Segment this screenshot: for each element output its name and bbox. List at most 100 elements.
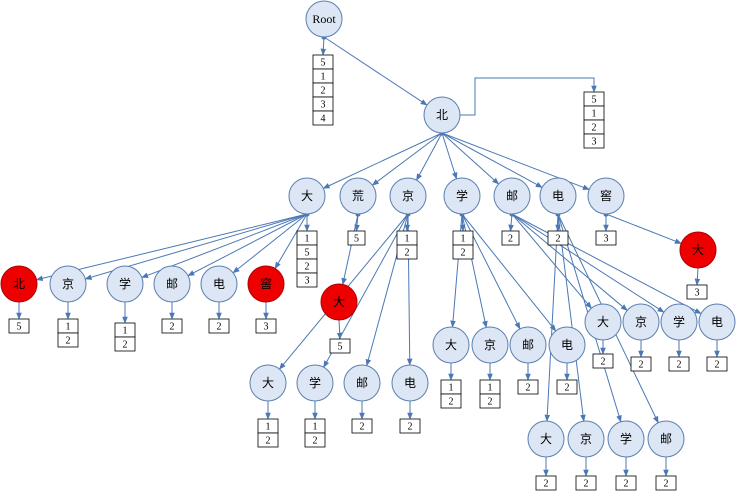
edge-line <box>354 213 360 232</box>
trie-node-dian5: 电 <box>698 303 736 341</box>
value-cell-text: 2 <box>544 479 549 490</box>
node-circle <box>49 265 87 303</box>
trie-node-xue6: 学 <box>607 420 645 458</box>
trie-node-jiao2: 窖 <box>247 265 285 303</box>
value-box-b_da5: 2 <box>592 353 614 369</box>
value-cell <box>255 318 277 334</box>
edge-line <box>459 213 466 232</box>
node-circle <box>584 303 622 341</box>
value-cell <box>655 475 677 491</box>
node-circle <box>153 265 191 303</box>
node-label: 电 <box>711 315 723 329</box>
node-label: 电 <box>213 277 225 291</box>
node-label: 大 <box>692 243 704 257</box>
value-box-b_da4: 12 <box>440 379 462 409</box>
value-cell-text: 2 <box>313 436 318 447</box>
value-cell-text: 5 <box>354 234 359 245</box>
node-circle <box>660 303 698 341</box>
value-box-b_jing5: 2 <box>630 356 652 372</box>
value-box-b_dian4: 2 <box>556 379 578 395</box>
node-circle <box>471 326 509 364</box>
value-cell <box>257 432 279 448</box>
value-box-b_you4: 2 <box>517 379 539 395</box>
trie-node-jing2: 京 <box>49 265 87 303</box>
value-box-b_jiao1: 3 <box>595 230 617 246</box>
node-label: 邮 <box>166 277 178 291</box>
value-cell-text: 1 <box>66 322 71 333</box>
value-cell-text: 2 <box>266 436 271 447</box>
value-cell <box>535 475 557 491</box>
trie-node-xue5: 学 <box>660 303 698 341</box>
trie-node-dian1: 电 <box>539 177 577 215</box>
value-cell-text: 1 <box>449 383 454 394</box>
trie-node-you1: 邮 <box>493 177 531 215</box>
edge-line <box>511 213 665 313</box>
trie-node-r_l2_0: 北 <box>0 265 38 303</box>
value-cell-text: 2 <box>405 248 410 259</box>
edge-line <box>544 213 559 422</box>
edge-line <box>336 319 343 340</box>
value-cell-text: 1 <box>321 72 326 83</box>
value-cell-text: 2 <box>556 234 561 245</box>
node-label: 京 <box>484 338 496 352</box>
edge-line <box>511 213 702 315</box>
value-cell <box>351 418 373 434</box>
node-circle <box>527 420 565 458</box>
node-label: 京 <box>62 277 74 291</box>
node-label: 窖 <box>600 188 612 203</box>
value-box-b_jing2: 12 <box>57 318 79 348</box>
value-box-b_dian1: 2 <box>547 230 569 246</box>
node-label: 学 <box>456 188 468 203</box>
node-circle <box>339 177 377 215</box>
trie-node-xue2: 学 <box>106 265 144 303</box>
node-circle <box>432 326 470 364</box>
value-box-b_r31: 5 <box>329 338 351 354</box>
value-box-b_jiao2: 3 <box>255 318 277 334</box>
trie-node-xue3: 学 <box>296 364 334 402</box>
node-label: 邮 <box>506 189 518 203</box>
trie-node-dian2: 电 <box>200 265 238 303</box>
edge-line <box>404 213 411 232</box>
value-cell-text: 5 <box>321 58 326 69</box>
value-cell-text: 5 <box>305 248 310 259</box>
trie-node-da_red: 大 <box>679 231 717 269</box>
node-label: 大 <box>301 189 313 203</box>
trie-node-da5: 大 <box>584 303 622 341</box>
value-cell <box>208 318 230 334</box>
node-label: 大 <box>262 376 274 390</box>
node-label: 学 <box>119 276 131 291</box>
value-cell-text: 2 <box>360 422 365 433</box>
value-cell <box>592 353 614 369</box>
node-circle <box>587 177 625 215</box>
value-box-b_da6: 2 <box>535 475 557 491</box>
node-circle <box>622 303 660 341</box>
node-label: 京 <box>635 315 647 329</box>
value-box-b_you1: 2 <box>501 230 520 246</box>
trie-node-root: Root <box>305 0 343 38</box>
node-label: 邮 <box>522 338 534 352</box>
value-cell-text: 1 <box>305 234 310 245</box>
value-cell-text: 3 <box>321 100 326 111</box>
node-circle <box>391 364 429 402</box>
trie-node-bei: 北 <box>423 96 461 134</box>
trie-node-you2: 邮 <box>153 265 191 303</box>
trie-node-da4: 大 <box>432 326 470 364</box>
node-circle <box>548 326 586 364</box>
node-label: 大 <box>333 295 345 309</box>
value-cell-text: 2 <box>664 479 669 490</box>
value-cell <box>399 418 421 434</box>
value-box-b_jing6: 2 <box>575 475 597 491</box>
trie-node-jing1: 京 <box>389 177 427 215</box>
node-circle <box>200 265 238 303</box>
edge-line <box>508 213 514 232</box>
value-cell-text: 1 <box>266 422 271 433</box>
value-cell-text: 2 <box>449 397 454 408</box>
edge-line <box>187 213 308 277</box>
value-cell-text: 2 <box>565 383 570 394</box>
value-cell-text: 2 <box>321 86 326 97</box>
trie-node-dian3: 电 <box>391 364 429 402</box>
